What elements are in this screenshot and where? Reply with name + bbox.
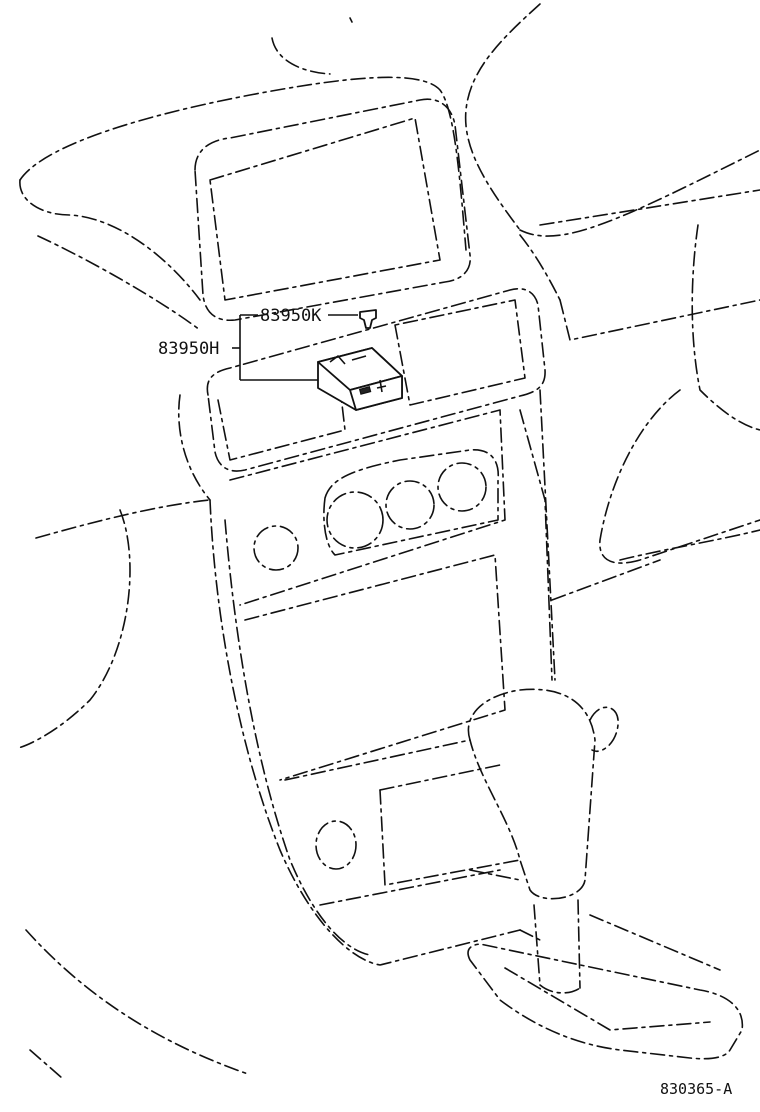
- part-label-83950h: 83950H: [158, 339, 219, 359]
- label-83950k-group: [232, 309, 377, 381]
- part-label-83950k: 83950K: [260, 306, 322, 326]
- seat-heater-switch: [317, 347, 403, 411]
- display-screen: [194, 98, 471, 321]
- center-console: [206, 288, 556, 966]
- shift-lever: [467, 688, 744, 1060]
- clip-part: [359, 309, 377, 329]
- dashboard-outline: [17, 3, 760, 1079]
- drawing-code: 830365-A: [660, 1080, 732, 1098]
